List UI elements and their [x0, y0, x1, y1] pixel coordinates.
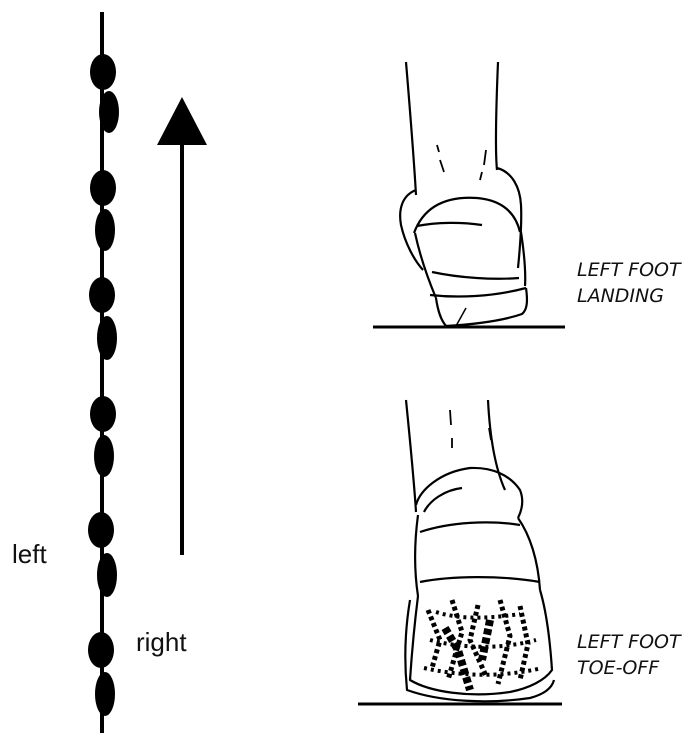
landing-caption-line2: LANDING [577, 283, 681, 309]
footprint-1 [90, 54, 119, 133]
foot-toeoff-illustration [358, 400, 562, 704]
footprint-6 [88, 632, 115, 716]
footprint-4 [90, 396, 116, 477]
direction-arrow-icon [157, 97, 207, 555]
landing-caption-line1: LEFT FOOT [577, 257, 681, 283]
toeoff-caption: LEFT FOOT TOE-OFF [577, 629, 681, 681]
landing-caption: LEFT FOOT LANDING [577, 257, 681, 309]
footprint-3 [89, 277, 117, 360]
right-foot-label: right [136, 627, 187, 658]
left-foot-label: left [12, 539, 47, 570]
footprint-2 [90, 170, 116, 251]
toeoff-caption-line1: LEFT FOOT [577, 629, 681, 655]
toeoff-caption-line2: TOE-OFF [577, 655, 681, 681]
foot-landing-illustration [373, 62, 565, 327]
